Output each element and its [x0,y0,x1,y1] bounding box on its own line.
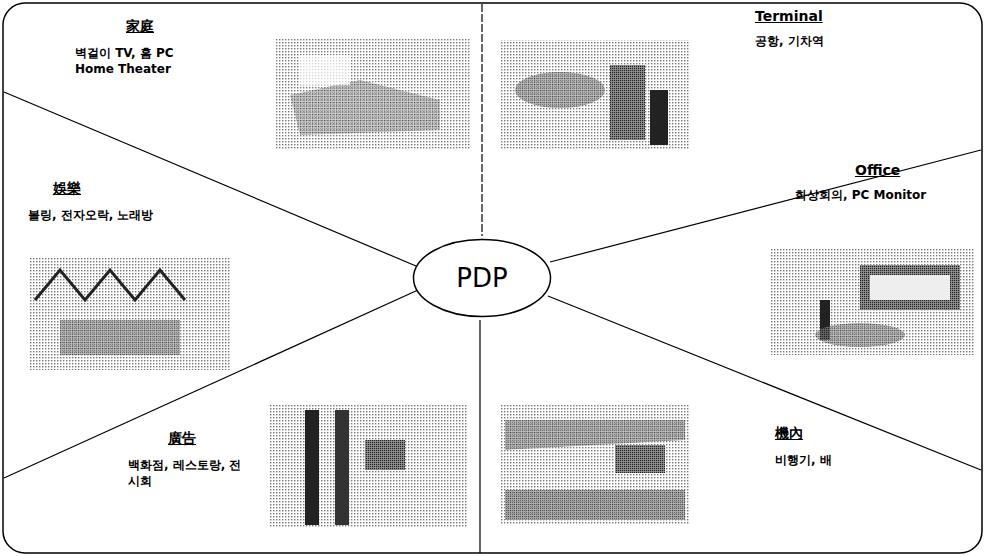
outer-frame [3,3,982,553]
sector-examples: 화상회의, PC Monitor [795,187,970,203]
photo-office [770,248,975,355]
sector-examples: 비행기, 배 [775,452,895,468]
sector-examples: 백화점, 레스토랑, 전시회 [128,457,246,489]
application-sector: 娛樂 볼링, 전자오락, 노래방 [28,180,228,223]
application-sector: 廣告 백화점, 레스토랑, 전시회 [128,430,246,489]
application-sector: 機內 비행기, 배 [775,425,895,468]
sector-heading: 娛樂 [28,180,228,198]
sector-heading: 廣告 [128,430,246,448]
sector-heading: 機內 [775,425,895,443]
center-label: PDP [456,263,507,293]
sector-dividers [4,4,981,553]
sector-heading: Terminal [755,8,885,24]
center-ellipse: PDP [412,238,552,318]
application-sector: Terminal 공항, 기차역 [755,8,885,49]
sector-heading: Office [795,162,970,178]
ellipse-shape [414,240,551,317]
sector-examples: 벽걸이 TV, 홈 PC Home Theater [75,45,205,77]
photo-aircraft-cabin [500,405,690,525]
application-sector: 家庭 벽걸이 TV, 홈 PC Home Theater [75,18,205,77]
sector-examples: 볼링, 전자오락, 노래방 [28,207,228,223]
photo-entertainment [30,258,230,370]
sector-examples: 공항, 기차역 [755,33,885,49]
application-sector: Office 화상회의, PC Monitor [795,162,970,203]
sector-heading: 家庭 [75,18,205,36]
photo-advertising [270,405,468,528]
photo-home [275,38,470,150]
photo-terminal [500,40,690,150]
